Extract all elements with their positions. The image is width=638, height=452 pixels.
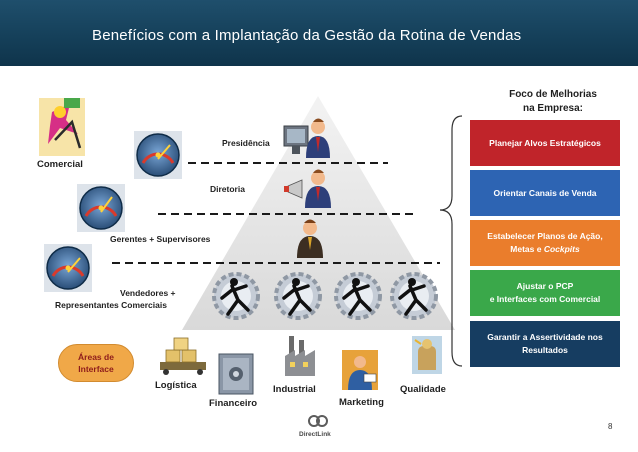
comercial-figure-icon: [39, 98, 85, 156]
industrial-icon: [285, 336, 315, 376]
focus-box-planejar-text: Planejar Alvos Estratégicos: [489, 137, 601, 148]
marketing-icon: [342, 350, 378, 390]
qualidade-icon: [412, 336, 442, 374]
financeiro-icon: [218, 353, 254, 395]
page-number: 8: [608, 422, 613, 431]
label-presidencia: Presidência: [222, 138, 270, 148]
label-vendedores-line2: Representantes Comerciais: [55, 300, 167, 310]
gauge-icon-presidencia: [134, 131, 182, 179]
vendedor-gear-icon-4: [390, 272, 438, 320]
focus-box-garantir-line2: Resultados: [522, 345, 568, 355]
vendedor-gear-icon-1: [212, 272, 260, 320]
focus-box-estabelecer-cockpits: Cockpits: [543, 244, 580, 254]
diretoria-person-icon: [284, 169, 331, 208]
gauge-icon-gerentes: [44, 244, 92, 292]
focus-box-ajustar-line1: Ajustar o PCP: [516, 281, 574, 291]
logo-text: DirectLink: [299, 431, 331, 438]
focus-box-estabelecer-line2: Metas e Cockpits: [510, 243, 579, 256]
label-financeiro: Financeiro: [209, 398, 258, 409]
presidencia-person-icon: [283, 118, 330, 158]
header-bar: Benefícios com a Implantação da Gestão d…: [0, 0, 638, 66]
logistica-icon: [160, 337, 206, 375]
interface-areas-badge: Áreas de Interface: [58, 344, 134, 382]
page-title: Benefícios com a Implantação da Gestão d…: [92, 27, 522, 44]
focus-box-planejar: Planejar Alvos Estratégicos: [470, 120, 620, 166]
diagram-canvas: [39, 96, 463, 427]
label-marketing: Marketing: [339, 397, 384, 408]
focus-title-line1: Foco de Melhorias: [509, 89, 597, 100]
vendedor-gear-icon-2: [274, 272, 322, 320]
vendedor-gear-icon-3: [334, 272, 382, 320]
gerentes-person-icon: [297, 219, 323, 258]
focus-box-garantir: Garantir a Assertividade nos Resultados: [470, 321, 620, 367]
gauge-icon-diretoria: [77, 184, 125, 232]
directlink-logo-icon: [308, 415, 328, 427]
focus-box-garantir-line1: Garantir a Assertividade nos: [487, 332, 603, 342]
label-diretoria: Diretoria: [210, 184, 245, 194]
focus-box-estabelecer-line1: Estabelecer Planos de Ação,: [487, 231, 603, 241]
label-vendedores-line1: Vendedores +: [120, 288, 176, 298]
focus-box-orientar-text: Orientar Canais de Venda: [493, 187, 597, 198]
label-qualidade: Qualidade: [400, 384, 446, 395]
label-industrial: Industrial: [273, 384, 316, 395]
label-comercial: Comercial: [37, 159, 83, 170]
focus-box-orientar: Orientar Canais de Venda: [470, 170, 620, 216]
label-gerentes: Gerentes + Supervisores: [110, 234, 211, 244]
focus-box-estabelecer-metas: Metas e: [510, 244, 544, 254]
focus-brace: [439, 115, 463, 367]
label-logistica: Logística: [155, 380, 197, 391]
focus-title: Foco de Melhorias na Empresa:: [478, 88, 628, 116]
interface-areas-line2: Interface: [78, 364, 114, 374]
focus-box-estabelecer: Estabelecer Planos de Ação, Metas e Cock…: [470, 220, 620, 266]
focus-box-ajustar-line2: e Interfaces com Comercial: [489, 294, 601, 304]
interface-areas-line1: Áreas de: [78, 352, 114, 362]
focus-box-ajustar: Ajustar o PCP e Interfaces com Comercial: [470, 270, 620, 316]
focus-title-line2: na Empresa:: [522, 103, 584, 114]
